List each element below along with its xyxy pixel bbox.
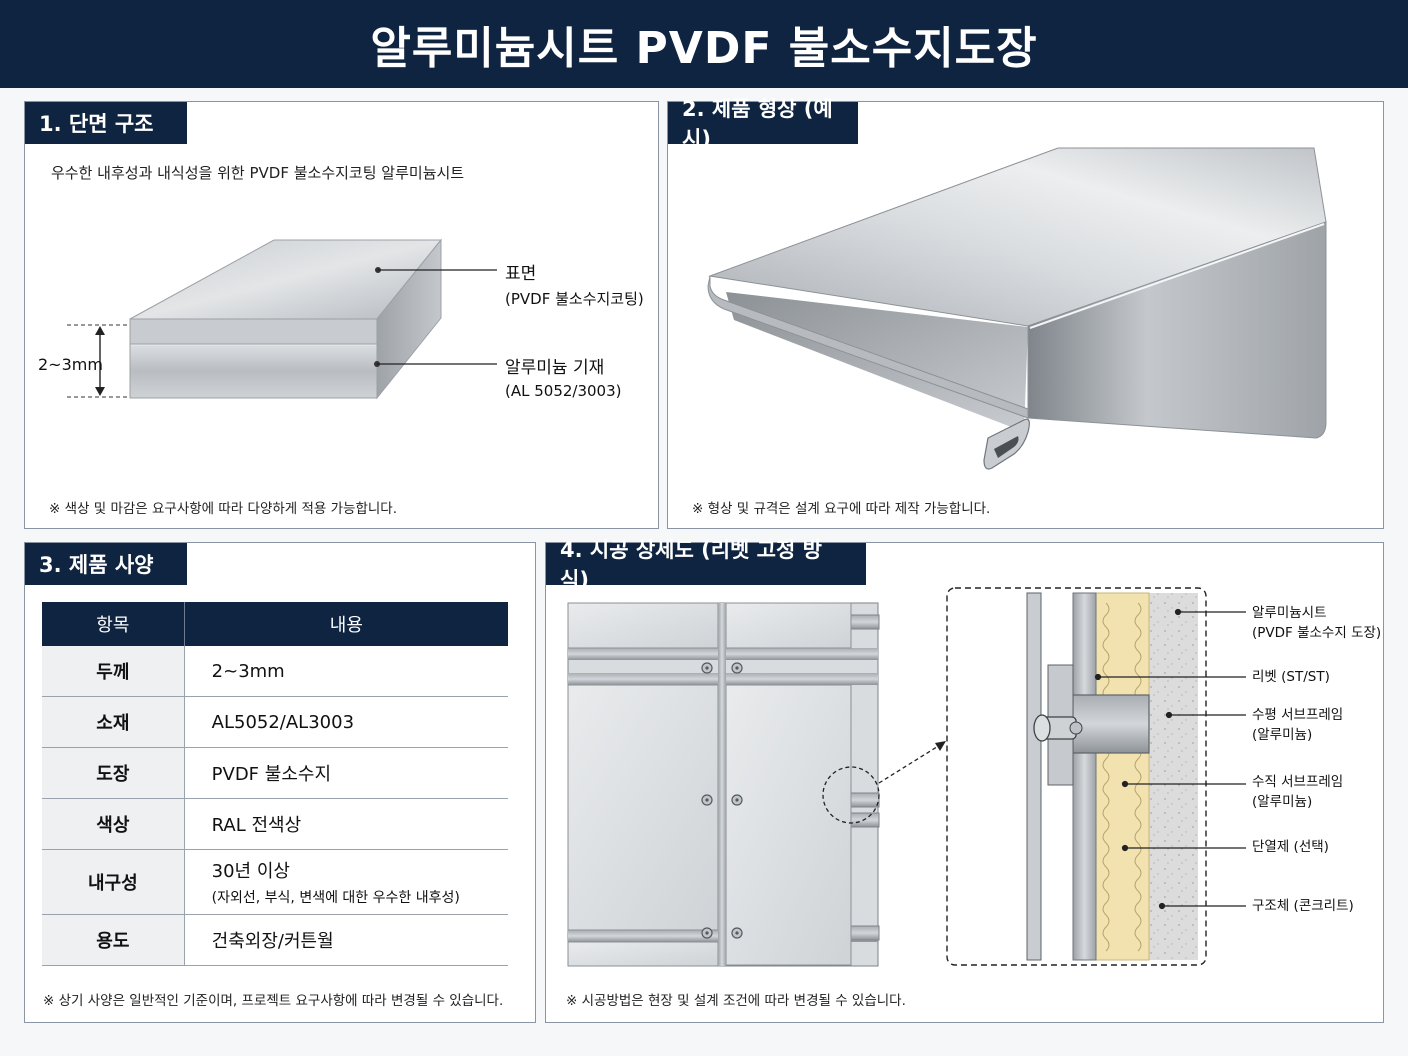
- product-shape-illustration: [707, 147, 1327, 470]
- label-insulation: 단열제 (선택): [1252, 837, 1329, 857]
- table-header-content: 내용: [184, 602, 508, 646]
- table-row: 도장 PVDF 불소수지: [42, 747, 508, 799]
- label-main: 리벳 (ST/ST): [1252, 669, 1330, 685]
- table-row: 색상 RAL 전색상: [42, 798, 508, 850]
- section-tag: 4. 시공 상세도 (리벳 고정 방식): [546, 538, 866, 592]
- label-main: 구조체 (콘크리트): [1252, 898, 1354, 914]
- table-cell-key: 도장: [42, 747, 185, 799]
- section-product-spec: 3. 제품 사양 항목 내용 두께 2~3mm 소재 AL5052/AL3003…: [24, 542, 536, 1023]
- table-cell-value-main: 30년 이상: [211, 861, 290, 882]
- label-main: 수직 서브프레임: [1252, 774, 1344, 790]
- table-cell-key: 내구성: [42, 849, 185, 915]
- section-tag: 3. 제품 사양: [25, 543, 187, 585]
- table-cell-key: 소재: [42, 696, 185, 748]
- cross-section-illustration: [67, 238, 497, 400]
- label-sub: (알루미늄): [1252, 794, 1313, 810]
- table-cell-value: PVDF 불소수지: [184, 747, 508, 799]
- section-cross-section: 1. 단면 구조 우수한 내후성과 내식성을 위한 PVDF 불소수지코팅 알루…: [24, 101, 659, 529]
- table-cell-value: 30년 이상 (자외선, 부식, 변색에 대한 우수한 내후성): [184, 849, 508, 915]
- section-description: 우수한 내후성과 내식성을 위한 PVDF 불소수지코팅 알루미늄시트: [51, 164, 465, 182]
- surface-label: 표면: [505, 264, 537, 284]
- section-note: ※ 형상 및 규격은 설계 요구에 따라 제작 가능합니다.: [692, 501, 991, 517]
- table-cell-value: AL5052/AL3003: [184, 696, 508, 748]
- label-sub: (PVDF 불소수지 도장): [1252, 625, 1382, 641]
- table-row: 두께 2~3mm: [42, 646, 508, 697]
- label-main: 알루미늄시트: [1252, 605, 1327, 621]
- label-sub: (알루미늄): [1252, 727, 1313, 743]
- table-row: 용도 건축외장/커튼월: [42, 914, 508, 966]
- table-cell-key: 색상: [42, 798, 185, 850]
- thickness-label: 2~3mm: [38, 355, 103, 374]
- section-installation-detail: 4. 시공 상세도 (리벳 고정 방식): [545, 538, 1384, 1023]
- section-note: ※ 상기 사양은 일반적인 기준이며, 프로젝트 요구사항에 따라 변경될 수 …: [43, 993, 504, 1009]
- title-bar: 알루미늄시트 PVDF 불소수지도장: [0, 0, 1408, 88]
- section-tag: 1. 단면 구조: [25, 102, 187, 144]
- label-horizontal-subframe: 수평 서브프레임 (알루미늄): [1252, 705, 1343, 745]
- base-label: 알루미늄 기재: [505, 358, 605, 378]
- section-note: ※ 시공방법은 현장 및 설계 조건에 따라 변경될 수 있습니다.: [566, 993, 906, 1009]
- section-product-shape: 2. 제품 형상 (예시) ※ 형상 및 규격은 설계 요구에 따라 제작 가능…: [667, 97, 1384, 529]
- surface-sublabel: (PVDF 불소수지코팅): [505, 290, 644, 308]
- label-aluminum-sheet: 알루미늄시트 (PVDF 불소수지 도장): [1252, 603, 1381, 643]
- installation-illustration: [567, 587, 1246, 967]
- label-structure: 구조체 (콘크리트): [1252, 896, 1354, 916]
- table-header-item: 항목: [42, 602, 185, 646]
- table-row: 내구성 30년 이상 (자외선, 부식, 변색에 대한 우수한 내후성): [42, 849, 508, 915]
- label-rivet: 리벳 (ST/ST): [1252, 667, 1330, 687]
- label-vertical-subframe: 수직 서브프레임 (알루미늄): [1252, 772, 1343, 812]
- table-cell-key: 두께: [42, 646, 185, 697]
- table-cell-value: 2~3mm: [184, 646, 508, 697]
- table-cell-key: 용도: [42, 914, 185, 966]
- spec-table: 항목 내용 두께 2~3mm 소재 AL5052/AL3003 도장 PVDF …: [42, 602, 508, 966]
- label-main: 수평 서브프레임: [1252, 707, 1344, 723]
- page-title: 알루미늄시트 PVDF 불소수지도장: [370, 23, 1038, 74]
- table-cell-value: 건축외장/커튼월: [184, 914, 508, 966]
- table-cell-value: RAL 전색상: [184, 798, 508, 850]
- table-cell-value-sub: (자외선, 부식, 변색에 대한 우수한 내후성): [211, 890, 460, 906]
- table-header-row: 항목 내용: [42, 602, 508, 646]
- section-tag: 2. 제품 형상 (예시): [668, 97, 858, 151]
- base-sublabel: (AL 5052/3003): [505, 382, 622, 400]
- section-note: ※ 색상 및 마감은 요구사항에 따라 다양하게 적용 가능합니다.: [49, 501, 398, 517]
- table-row: 소재 AL5052/AL3003: [42, 696, 508, 748]
- label-main: 단열제 (선택): [1252, 839, 1329, 855]
